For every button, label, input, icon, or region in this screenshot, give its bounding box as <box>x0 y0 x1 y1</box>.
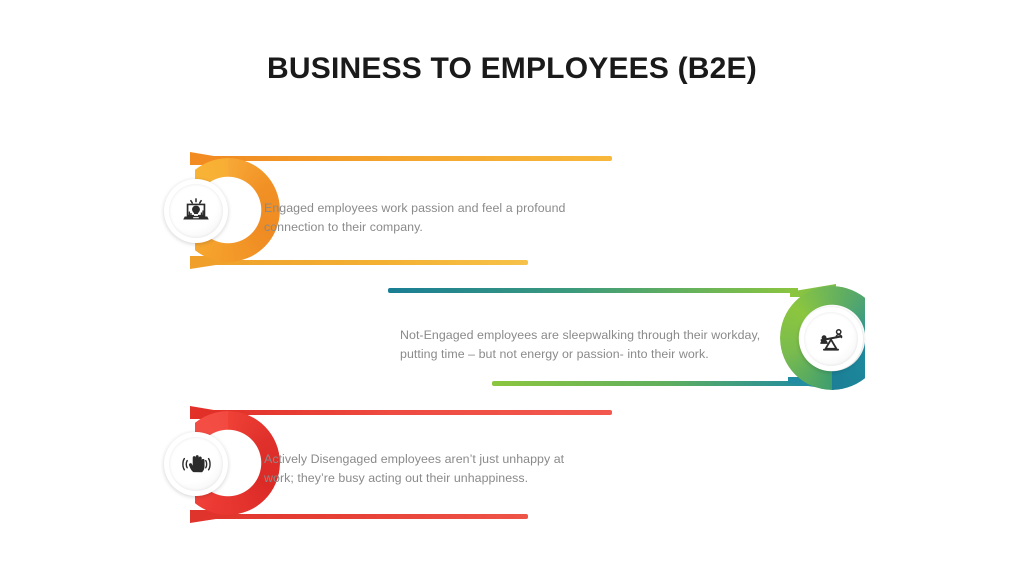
raised-hand-icon <box>182 455 211 473</box>
page-title: BUSINESS TO EMPLOYEES (B2E) <box>267 52 757 85</box>
person-seesaw-icon <box>820 328 843 351</box>
accent-bar-top <box>208 410 612 415</box>
icon-badge-actively-disengaged[interactable] <box>164 432 228 496</box>
accent-bar-bottom <box>208 260 528 265</box>
icon-badge-engaged[interactable] <box>164 179 228 243</box>
accent-bar-bottom <box>492 381 810 386</box>
block-description-actively-disengaged: Actively Disengaged employees aren’t jus… <box>264 452 565 485</box>
block-description-engaged: Engaged employees work passion and feel … <box>264 201 566 234</box>
icon-badge-not-engaged[interactable] <box>799 307 863 371</box>
laptop-idea-icon <box>183 198 209 220</box>
accent-bar-bottom <box>208 514 528 519</box>
block-description-not-engaged: Not-Engaged employees are sleepwalking t… <box>400 328 761 361</box>
accent-bar-top <box>208 156 612 161</box>
accent-bar-top <box>388 288 798 293</box>
